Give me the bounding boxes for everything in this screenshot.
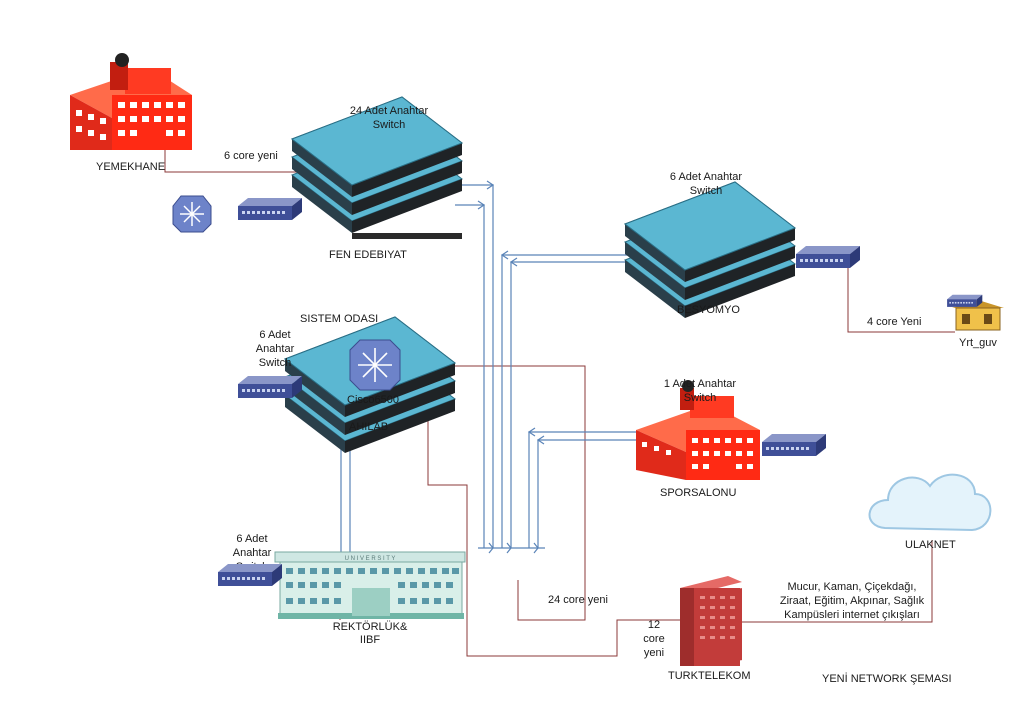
campus-note-line-1: Mucur, Kaman, Çiçekdağı, — [787, 581, 916, 593]
yrt-link-label: 4 core Yeni — [867, 316, 921, 328]
telekom-link-label-3: yeni — [644, 647, 664, 659]
yrt-switch-icon — [947, 294, 983, 307]
rektorluk-building — [274, 551, 466, 619]
yemekhane-link-label: 6 core yeni — [224, 150, 278, 162]
ulaknet-cloud-icon — [868, 473, 992, 532]
ahilab-switch-icon — [238, 376, 302, 398]
sporsalonu-label: SPORSALONU — [660, 487, 736, 499]
sistem-odasi-label: SISTEM ODASI — [300, 313, 378, 325]
fen-switch-label-1: 24 Adet Anahtar — [350, 105, 429, 117]
besyomyo-building — [623, 181, 797, 319]
university-sign: U N I V E R S I T Y — [345, 556, 396, 562]
router-icon — [172, 195, 212, 233]
yrt-guv-label: Yrt_guv — [959, 337, 997, 349]
ahilab-switch-label-3: Switch — [259, 357, 291, 369]
ahilab-switch-label-1: 6 Adet — [259, 329, 290, 341]
ahilab-label: AHILAB — [349, 421, 388, 433]
spor-switch-icon — [762, 434, 826, 456]
telekom-link-label-2: core — [643, 633, 664, 645]
rektorluk-label-2: IIBF — [360, 634, 380, 646]
fen-edebiyat-label: FEN EDEBIYAT — [329, 249, 407, 261]
center-link-label: 24 core yeni — [548, 594, 608, 606]
cisco-switch-icon — [349, 339, 401, 391]
spor-switch-label-1: 1 Adet Anahtar — [664, 378, 737, 390]
spor-switch-label-2: Switch — [684, 392, 716, 404]
fen-switch-label-2: Switch — [373, 119, 405, 131]
campus-note-line-2: Ziraat, Eğitim, Akpınar, Sağlık — [780, 595, 925, 607]
ahilab-switch-label-2: Anahtar — [256, 343, 295, 355]
campus-note-line-3: Kampüsleri internet çıkışları — [784, 609, 920, 621]
rek-switch-label-2: Anahtar — [233, 547, 272, 559]
yemekhane-label: YEMEKHANE — [96, 161, 165, 173]
fen-switch-icon — [238, 198, 302, 220]
diagram-caption: YENİ NETWORK ŞEMASI — [822, 672, 952, 685]
telekom-link-label-1: 12 — [648, 619, 660, 631]
besyomyo-label: BESYOMYO — [677, 304, 740, 316]
rek-switch-icon — [218, 564, 282, 586]
yemekhane-building — [70, 53, 192, 150]
turktelekom-label: TURKTELEKOM — [668, 670, 751, 682]
rek-switch-label-1: 6 Adet — [236, 533, 267, 545]
sporsalonu-building — [636, 380, 760, 480]
turktelekom-building — [680, 576, 742, 666]
besyomyo-switch-label-1: 6 Adet Anahtar — [670, 171, 743, 183]
ulaknet-label: ULAKNET — [905, 539, 956, 551]
besyomyo-switch-label-2: Switch — [690, 185, 722, 197]
cisco-label: Cisco6500 — [347, 394, 399, 406]
besyomyo-switch-icon — [796, 246, 860, 268]
fen-edebiyat-building — [290, 96, 464, 239]
rektorluk-label-1: REKTÖRLÜK& — [333, 621, 408, 633]
